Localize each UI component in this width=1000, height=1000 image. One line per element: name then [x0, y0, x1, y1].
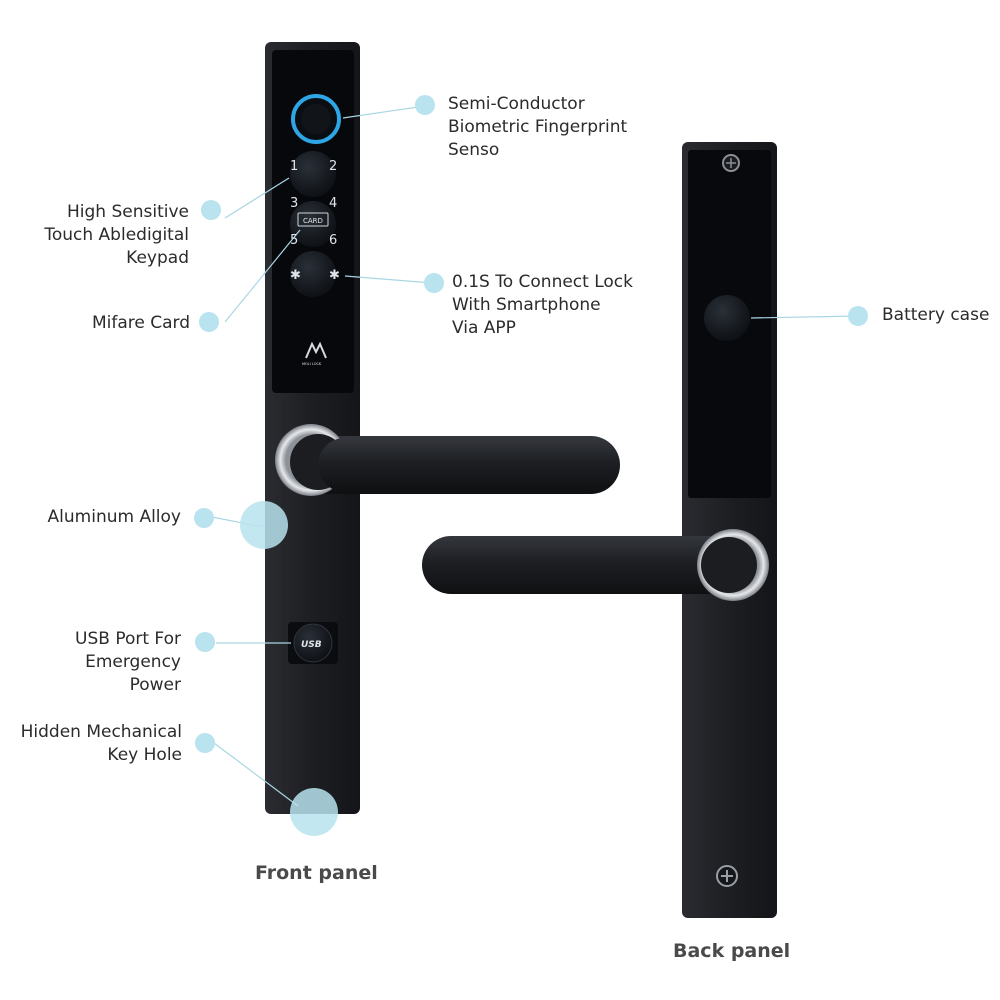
callout-keypad-line: High Sensitive [67, 202, 189, 222]
callout-fingerprint: Semi-Conductor Biometric Fingerprint Sen… [448, 93, 627, 162]
key-star-left: ✱ [290, 268, 301, 283]
callout-keyhole: Hidden Mechanical Key Hole [21, 721, 182, 767]
card-icon [297, 212, 329, 227]
callout-keyhole-line: Hidden Mechanical [20, 722, 182, 742]
callout-keypad: High Sensitive Touch Abledigital Keypad [44, 201, 189, 270]
callout-alloy-line: Aluminum Alloy [47, 507, 181, 527]
key-star-right: ✱ [329, 268, 340, 283]
keypad-button-star[interactable] [290, 251, 336, 297]
logo-text: MOLI LOCK [302, 362, 322, 366]
callout-app-line: 0.1S To Connect Lock [452, 272, 633, 292]
callout-usb-line: USB Port For [75, 629, 181, 649]
callout-fingerprint-line: Semi-Conductor [448, 94, 585, 114]
callout-fingerprint-line: Biometric Fingerprint [448, 117, 628, 137]
usb-port-icon[interactable] [293, 623, 333, 663]
bottom-screw-slot [721, 870, 733, 882]
callout-app: 0.1S To Connect Lock With Smartphone Via… [452, 271, 633, 340]
callout-app-line: Via APP [452, 318, 516, 338]
key-5: 5 [290, 233, 298, 248]
fingerprint-sensor-core [301, 104, 331, 134]
callout-fingerprint-line: Senso [448, 140, 500, 160]
keypad-labels: 1 2 3 4 5 6 ✱ ✱ CARD USB MOLI LOCK [290, 159, 340, 650]
callout-card: Mifare Card [92, 312, 190, 335]
callout-card-line: Mifare Card [91, 313, 190, 333]
callout-dots [194, 95, 868, 836]
front-handle[interactable] [275, 424, 620, 496]
callout-keyhole-line: Key Hole [107, 745, 182, 765]
callout-battery-line: Battery case [882, 305, 990, 325]
front-panel-caption: Front panel [255, 862, 378, 884]
back-handle-lever[interactable] [422, 536, 759, 594]
battery-case-button[interactable] [704, 295, 750, 341]
key-3: 3 [290, 196, 298, 211]
callout-keypad-line: Touch Abledigital [44, 225, 189, 245]
key-4: 4 [329, 196, 337, 211]
callout-alloy: Aluminum Alloy [48, 506, 181, 529]
callout-usb-line: Emergency [85, 652, 181, 672]
leader-lines [211, 105, 859, 807]
callout-keypad-line: Keypad [126, 248, 189, 268]
callout-usb-line: Power [129, 675, 181, 695]
usb-label: USB [301, 640, 322, 650]
key-6: 6 [329, 233, 337, 248]
front-handle-lever-top [318, 438, 618, 492]
key-1: 1 [290, 159, 298, 174]
back-panel-caption: Back panel [673, 940, 791, 962]
callout-app-line: With Smartphone [452, 295, 601, 315]
callout-battery: Battery case [882, 304, 989, 327]
back-handle-rose-inner [701, 537, 757, 593]
top-screw-slot [726, 158, 736, 168]
callout-usb: USB Port For Emergency Power [75, 628, 181, 697]
card-label: CARD [303, 217, 323, 225]
key-2: 2 [329, 159, 337, 174]
keypad-button-1-2[interactable] [290, 151, 336, 197]
brand-logo-icon [305, 341, 327, 359]
back-handle[interactable] [422, 529, 769, 601]
